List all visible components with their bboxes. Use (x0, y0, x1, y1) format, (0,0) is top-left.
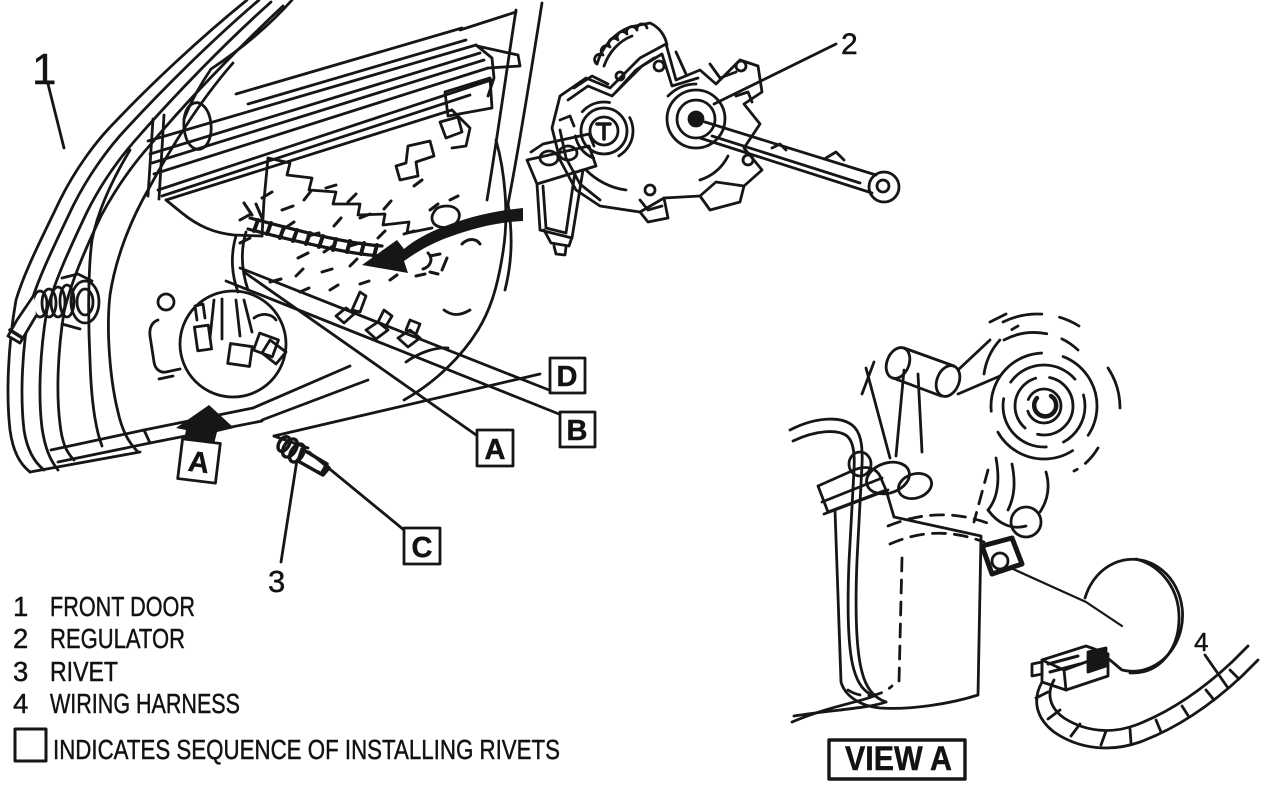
svg-text:4: 4 (13, 688, 28, 719)
svg-text:1: 1 (13, 591, 28, 622)
svg-text:C: C (412, 532, 433, 564)
svg-text:FRONT DOOR: FRONT DOOR (50, 591, 195, 622)
svg-text:WIRING HARNESS: WIRING HARNESS (50, 688, 240, 719)
svg-text:A: A (485, 434, 506, 466)
svg-text:REGULATOR: REGULATOR (50, 623, 185, 654)
svg-text:B: B (567, 415, 588, 447)
svg-text:RIVET: RIVET (50, 656, 118, 687)
svg-text:D: D (557, 361, 578, 393)
svg-text:INDICATES SEQUENCE OF INSTALLI: INDICATES SEQUENCE OF INSTALLING RIVETS (53, 734, 560, 765)
svg-text:3: 3 (13, 656, 28, 687)
svg-text:2: 2 (841, 28, 858, 61)
svg-text:4: 4 (1194, 627, 1208, 657)
svg-text:VIEW A: VIEW A (845, 740, 952, 778)
svg-text:1: 1 (32, 45, 56, 94)
svg-text:A: A (186, 446, 211, 480)
svg-text:2: 2 (13, 623, 28, 654)
svg-text:3: 3 (268, 564, 285, 599)
